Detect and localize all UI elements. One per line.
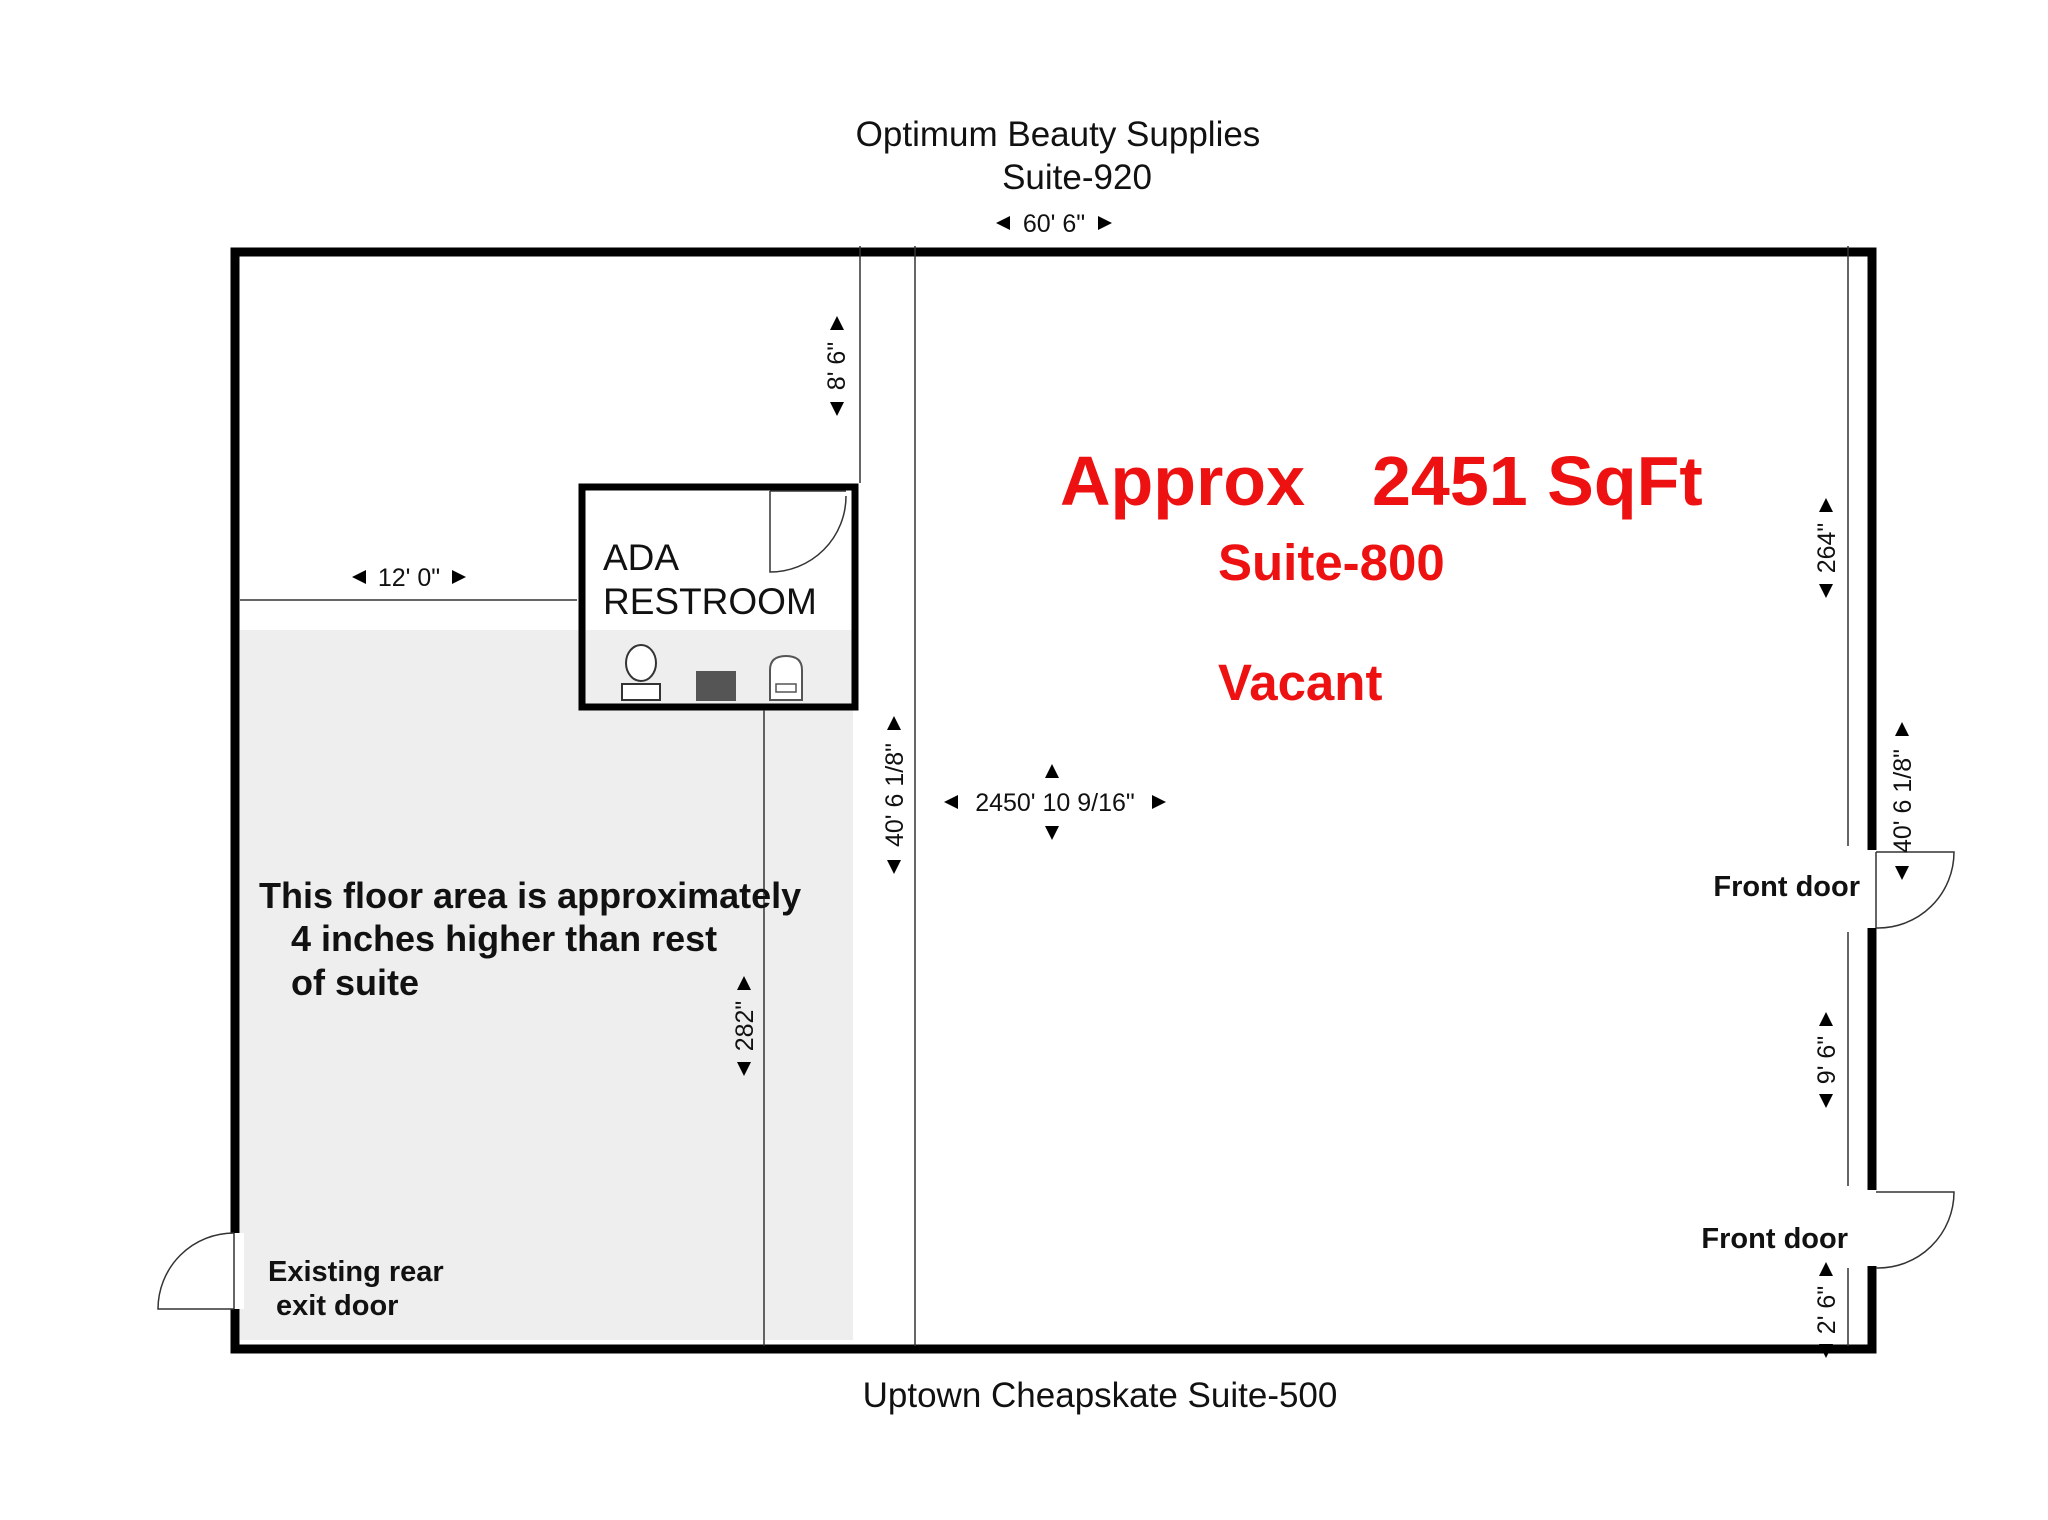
top-neighbor-suite: Suite-920 [1002, 158, 1152, 197]
bottom-neighbor: Uptown Cheapskate Suite-500 [863, 1376, 1338, 1415]
top-neighbor-name: Optimum Beauty Supplies [856, 115, 1261, 154]
rear-door-icon [157, 1232, 235, 1310]
area-value: 2451 SqFt [1372, 442, 1703, 520]
raised-floor-area [240, 630, 853, 1340]
restroom-door-swing [769, 491, 847, 573]
dim-raised-height: 282" [731, 1001, 759, 1052]
sink-cabinet-icon [696, 671, 736, 701]
suite-status: Vacant [1218, 654, 1382, 711]
suite-name: Suite-800 [1218, 534, 1445, 591]
dim-center-height: 40' 6 1/8" [881, 743, 909, 847]
toilet-icon [621, 644, 661, 701]
restroom-label-line1: ADA [603, 537, 679, 578]
dim-right-upper: 264" [1813, 523, 1841, 574]
restroom-wall [578, 483, 859, 711]
restroom-label-line2: RESTROOM [603, 581, 817, 622]
dim-upper-left-height: 8' 6" [823, 342, 851, 390]
dim-bottom-right: 2' 6" [1813, 1286, 1841, 1334]
dim-left-width: 12' 0" [378, 564, 440, 592]
raised-note-line1: This floor area is approximately [259, 875, 801, 916]
dim-top-width: 60' 6" [1023, 210, 1085, 238]
sink-icon [769, 654, 803, 701]
front-door-2-icon [1875, 1191, 1955, 1269]
dim-door-gap: 9' 6" [1813, 1036, 1841, 1084]
front-door-2-label: Front door [1701, 1223, 1848, 1255]
front-door-1-icon [1875, 851, 1955, 929]
rear-door-label-line2: exit door [276, 1290, 398, 1322]
area-label: Approx [1060, 442, 1305, 520]
dim-right-total: 40' 6 1/8" [1889, 749, 1917, 853]
raised-note-line2: 4 inches higher than rest [291, 918, 717, 959]
front-door-1-label: Front door [1713, 871, 1860, 903]
outer-wall [230, 247, 1877, 1354]
rear-door-label-line1: Existing rear [268, 1256, 444, 1288]
raised-note-line3: of suite [291, 962, 419, 1003]
dim-center-area: 2450' 10 9/16" [975, 789, 1135, 817]
